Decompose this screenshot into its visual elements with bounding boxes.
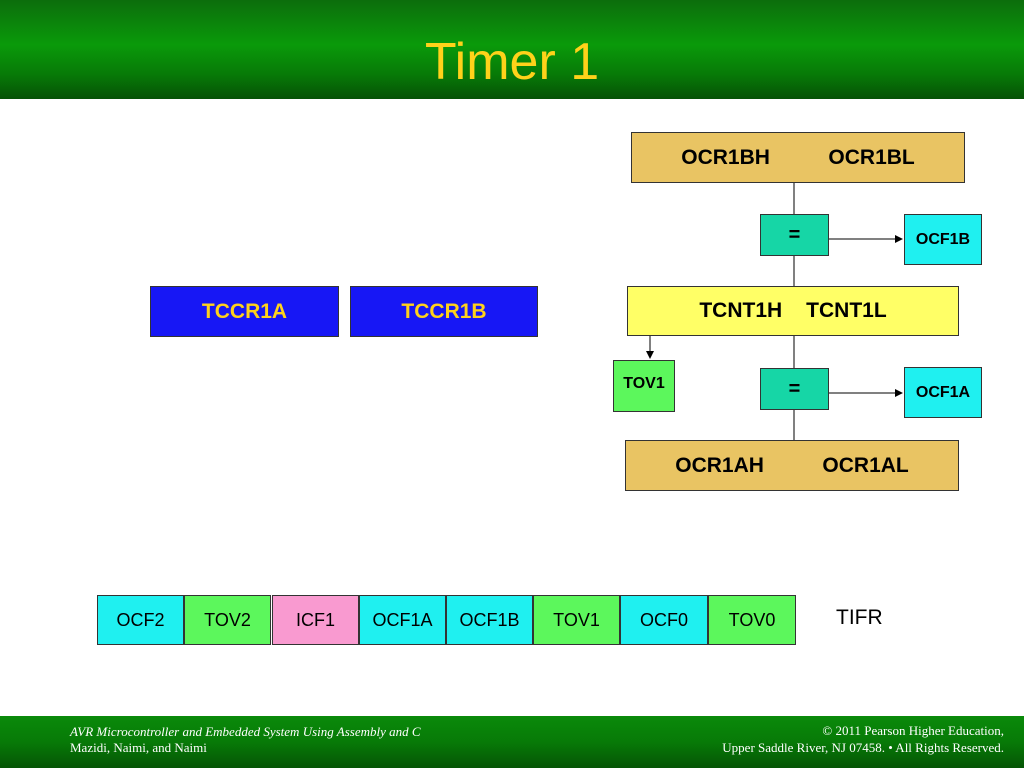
tifr-label: TIFR [836,606,883,629]
tifr-bit-ocf0: OCF0 [620,595,708,645]
tifr-bit-ocf1b: OCF1B [446,595,533,645]
compare-b-box: = [760,214,829,256]
tifr-bit-ocf2: OCF2 [97,595,184,645]
ocr1a-register: OCR1AH OCR1AL [625,440,959,491]
footer-copyright: © 2011 Pearson Higher Education, Upper S… [722,722,1004,756]
tifr-bit-tov1: TOV1 [533,595,620,645]
compare-a-box: = [760,368,829,410]
tcnt1-register: TCNT1H TCNT1L [627,286,959,336]
ocf1a-flag-box: OCF1A [904,367,982,418]
tccr1b-register: TCCR1B [350,286,538,337]
tcnt1h-label: TCNT1H [699,299,783,322]
ocr1b-register: OCR1BH OCR1BL [631,132,965,183]
tccr1a-register: TCCR1A [150,286,339,337]
slide-footer: AVR Microcontroller and Embedded System … [0,716,1024,768]
footer-book-info: AVR Microcontroller and Embedded System … [70,724,421,756]
tov1-flag-box: TOV1 [613,360,675,412]
tcnt1l-label: TCNT1L [806,299,887,322]
footer-authors: Mazidi, Naimi, and Naimi [70,740,207,755]
footer-copyright-line: © 2011 Pearson Higher Education, [822,723,1004,738]
slide-header [0,0,1024,99]
tifr-bit-tov2: TOV2 [184,595,271,645]
tifr-bit-ocf1a: OCF1A [359,595,446,645]
ocr1al-label: OCR1AL [822,453,909,477]
ocr1ah-label: OCR1AH [675,453,764,477]
footer-address-line: Upper Saddle River, NJ 07458. • All Righ… [722,740,1004,755]
footer-book-title: AVR Microcontroller and Embedded System … [70,724,421,739]
ocf1b-flag-box: OCF1B [904,214,982,265]
tifr-bit-icf1: ICF1 [272,595,359,645]
tifr-bit-tov0: TOV0 [708,595,796,645]
ocr1bh-label: OCR1BH [681,145,770,169]
slide-title: Timer 1 [424,33,600,91]
ocr1bl-label: OCR1BL [828,145,915,169]
